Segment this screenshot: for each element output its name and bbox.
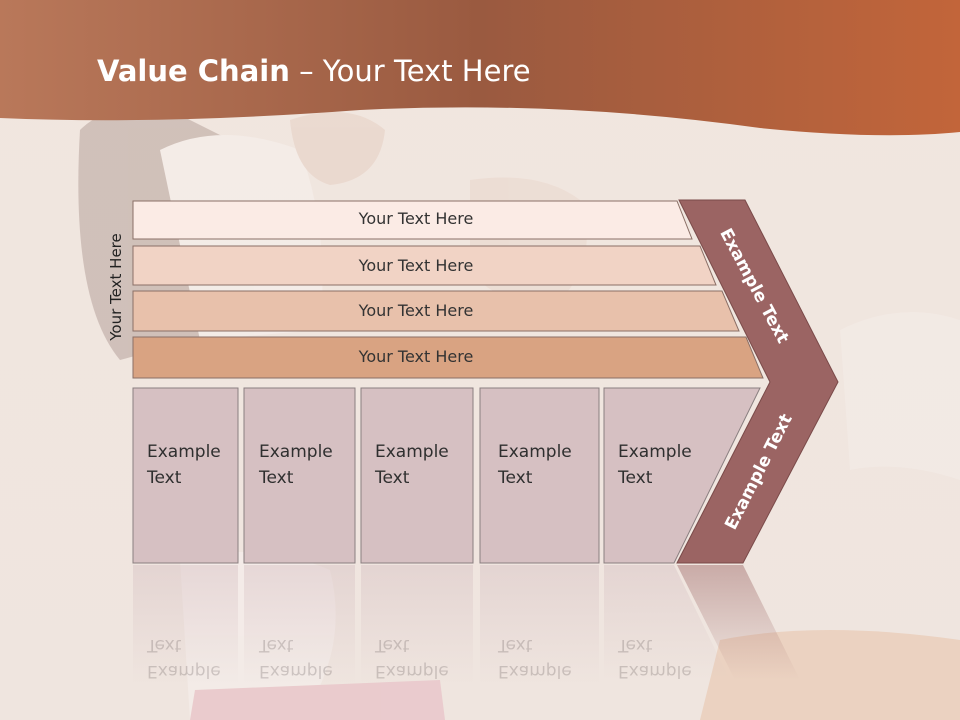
box-3-line1: Example — [375, 442, 449, 462]
box-5-label: Example Text — [618, 439, 692, 491]
chevron-arrow[interactable] — [676, 199, 839, 564]
box-3-label: Example Text — [375, 439, 449, 491]
bar-1-label: Your Text Here — [358, 209, 474, 228]
box-2[interactable] — [243, 387, 356, 564]
title-bold: Value Chain — [97, 54, 290, 88]
reflection-group — [133, 565, 800, 685]
bar-1[interactable] — [132, 200, 693, 240]
box-1-line1: Example — [147, 442, 221, 462]
box-2-label: Example Text — [259, 439, 333, 491]
bar-4[interactable] — [132, 336, 764, 379]
bar-2[interactable] — [132, 245, 717, 286]
box-5-line2: Text — [618, 468, 653, 488]
box-2-line2: Text — [259, 468, 294, 488]
bar-4-label: Your Text Here — [358, 347, 474, 366]
bar-3[interactable] — [132, 290, 740, 332]
box-5-line1: Example — [618, 442, 692, 462]
bars-group — [132, 200, 764, 379]
box-4-line1: Example — [498, 442, 572, 462]
title-rest: – Your Text Here — [289, 54, 531, 88]
box-5[interactable] — [603, 387, 761, 564]
box-4-line2: Text — [498, 468, 533, 488]
page-title: Value Chain – Your Text Here — [97, 54, 531, 88]
box-4[interactable] — [479, 387, 600, 564]
bar-2-label: Your Text Here — [358, 256, 474, 275]
box-4-label: Example Text — [498, 439, 572, 491]
bar-3-label: Your Text Here — [358, 301, 474, 320]
box-2-line1: Example — [259, 442, 333, 462]
boxes-group — [132, 387, 761, 564]
header-band — [0, 0, 960, 136]
box-1[interactable] — [132, 387, 239, 564]
box-3[interactable] — [360, 387, 474, 564]
box-1-line2: Text — [147, 468, 182, 488]
side-label: Your Text Here — [107, 233, 125, 341]
box-3-line2: Text — [375, 468, 410, 488]
box-1-label: Example Text — [147, 439, 221, 491]
